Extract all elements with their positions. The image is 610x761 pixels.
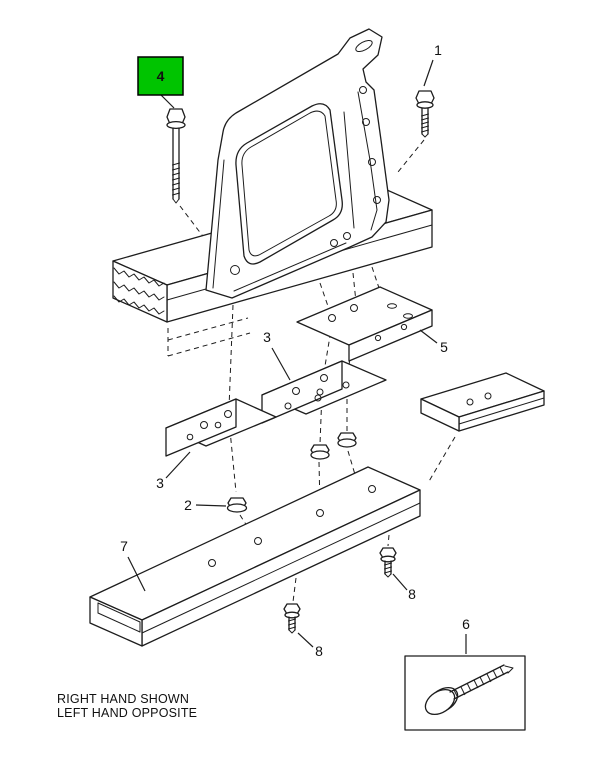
callout-8-lower-label[interactable]: 8	[315, 643, 323, 659]
callout-8-upper[interactable]: 8	[392, 573, 416, 602]
callout-1-label[interactable]: 1	[434, 42, 442, 58]
callout-5[interactable]: 5	[419, 329, 448, 355]
flange-nut-2	[226, 497, 248, 513]
highlight-box[interactable]	[137, 56, 184, 96]
callout-8-lower[interactable]: 8	[297, 632, 323, 659]
callout-3-left-label[interactable]: 3	[156, 475, 164, 491]
bolt-4	[166, 108, 186, 204]
sill-channel-7	[89, 466, 421, 647]
callout-8-upper-label[interactable]: 8	[408, 586, 416, 602]
angle-bracket-3-center	[261, 360, 387, 424]
screw-alignment-dashes	[292, 534, 390, 603]
angle-bracket-3-left	[165, 398, 277, 457]
inset-box-6	[404, 655, 526, 731]
channel-cap	[420, 372, 545, 432]
callout-2[interactable]: 2	[184, 497, 227, 513]
callout-5-label[interactable]: 5	[440, 339, 448, 355]
callout-7-label[interactable]: 7	[120, 538, 128, 554]
callout-3-center[interactable]: 3	[263, 329, 291, 381]
note-line-1: RIGHT HAND SHOWN	[57, 692, 189, 706]
callout-3-center-label[interactable]: 3	[263, 329, 271, 345]
screw-8-lower	[283, 603, 301, 634]
flange-nut	[337, 432, 357, 448]
washer-head-screw	[424, 664, 514, 716]
screw-8-upper	[379, 547, 397, 578]
note-line-2: LEFT HAND OPPOSITE	[57, 706, 197, 720]
bolt-1	[415, 90, 435, 138]
support-plate-5	[296, 286, 433, 362]
callout-6[interactable]: 6	[462, 616, 470, 654]
callout-4-highlight[interactable]: 4	[137, 56, 184, 109]
callout-6-label[interactable]: 6	[462, 616, 470, 632]
callout-4-label[interactable]: 4	[157, 68, 165, 84]
callout-1[interactable]: 1	[423, 42, 442, 87]
mount-bracket	[205, 28, 390, 299]
callout-7[interactable]: 7	[120, 538, 146, 592]
orientation-note: RIGHT HAND SHOWN LEFT HAND OPPOSITE	[57, 692, 197, 720]
callout-2-label[interactable]: 2	[184, 497, 192, 513]
callout-3-left[interactable]: 3	[156, 451, 191, 491]
flange-nut	[310, 444, 330, 460]
